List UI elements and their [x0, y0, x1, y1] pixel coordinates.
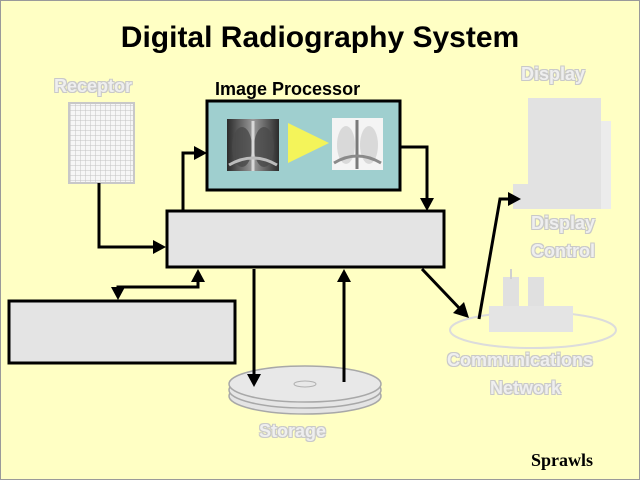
control-box — [7, 299, 237, 365]
xray-image-icon — [227, 119, 279, 171]
storage-label: Storage — [259, 421, 327, 441]
display-control-label-1: Display — [531, 213, 596, 233]
network-label-1: Communications — [447, 350, 594, 370]
display-label: Display — [521, 64, 586, 84]
disk-stack-icon — [228, 365, 382, 415]
building-icon — [489, 269, 573, 332]
network-label-2: Network — [490, 378, 562, 398]
connector-lines — [97, 145, 512, 382]
monitor-icon — [513, 98, 611, 209]
display-control-label-2: Control — [531, 241, 595, 261]
central-computer-box — [165, 209, 446, 269]
receptor-label: Receptor — [54, 76, 133, 96]
signature: Sprawls — [531, 450, 594, 470]
receptor-grid-icon — [68, 102, 135, 184]
page-title: Digital Radiography System — [120, 21, 520, 54]
processing-arrow-icon — [288, 123, 329, 163]
arrowheads — [111, 146, 521, 387]
image-processor-label: Image Processor — [215, 79, 361, 99]
processed-xray-image-icon — [332, 118, 383, 170]
